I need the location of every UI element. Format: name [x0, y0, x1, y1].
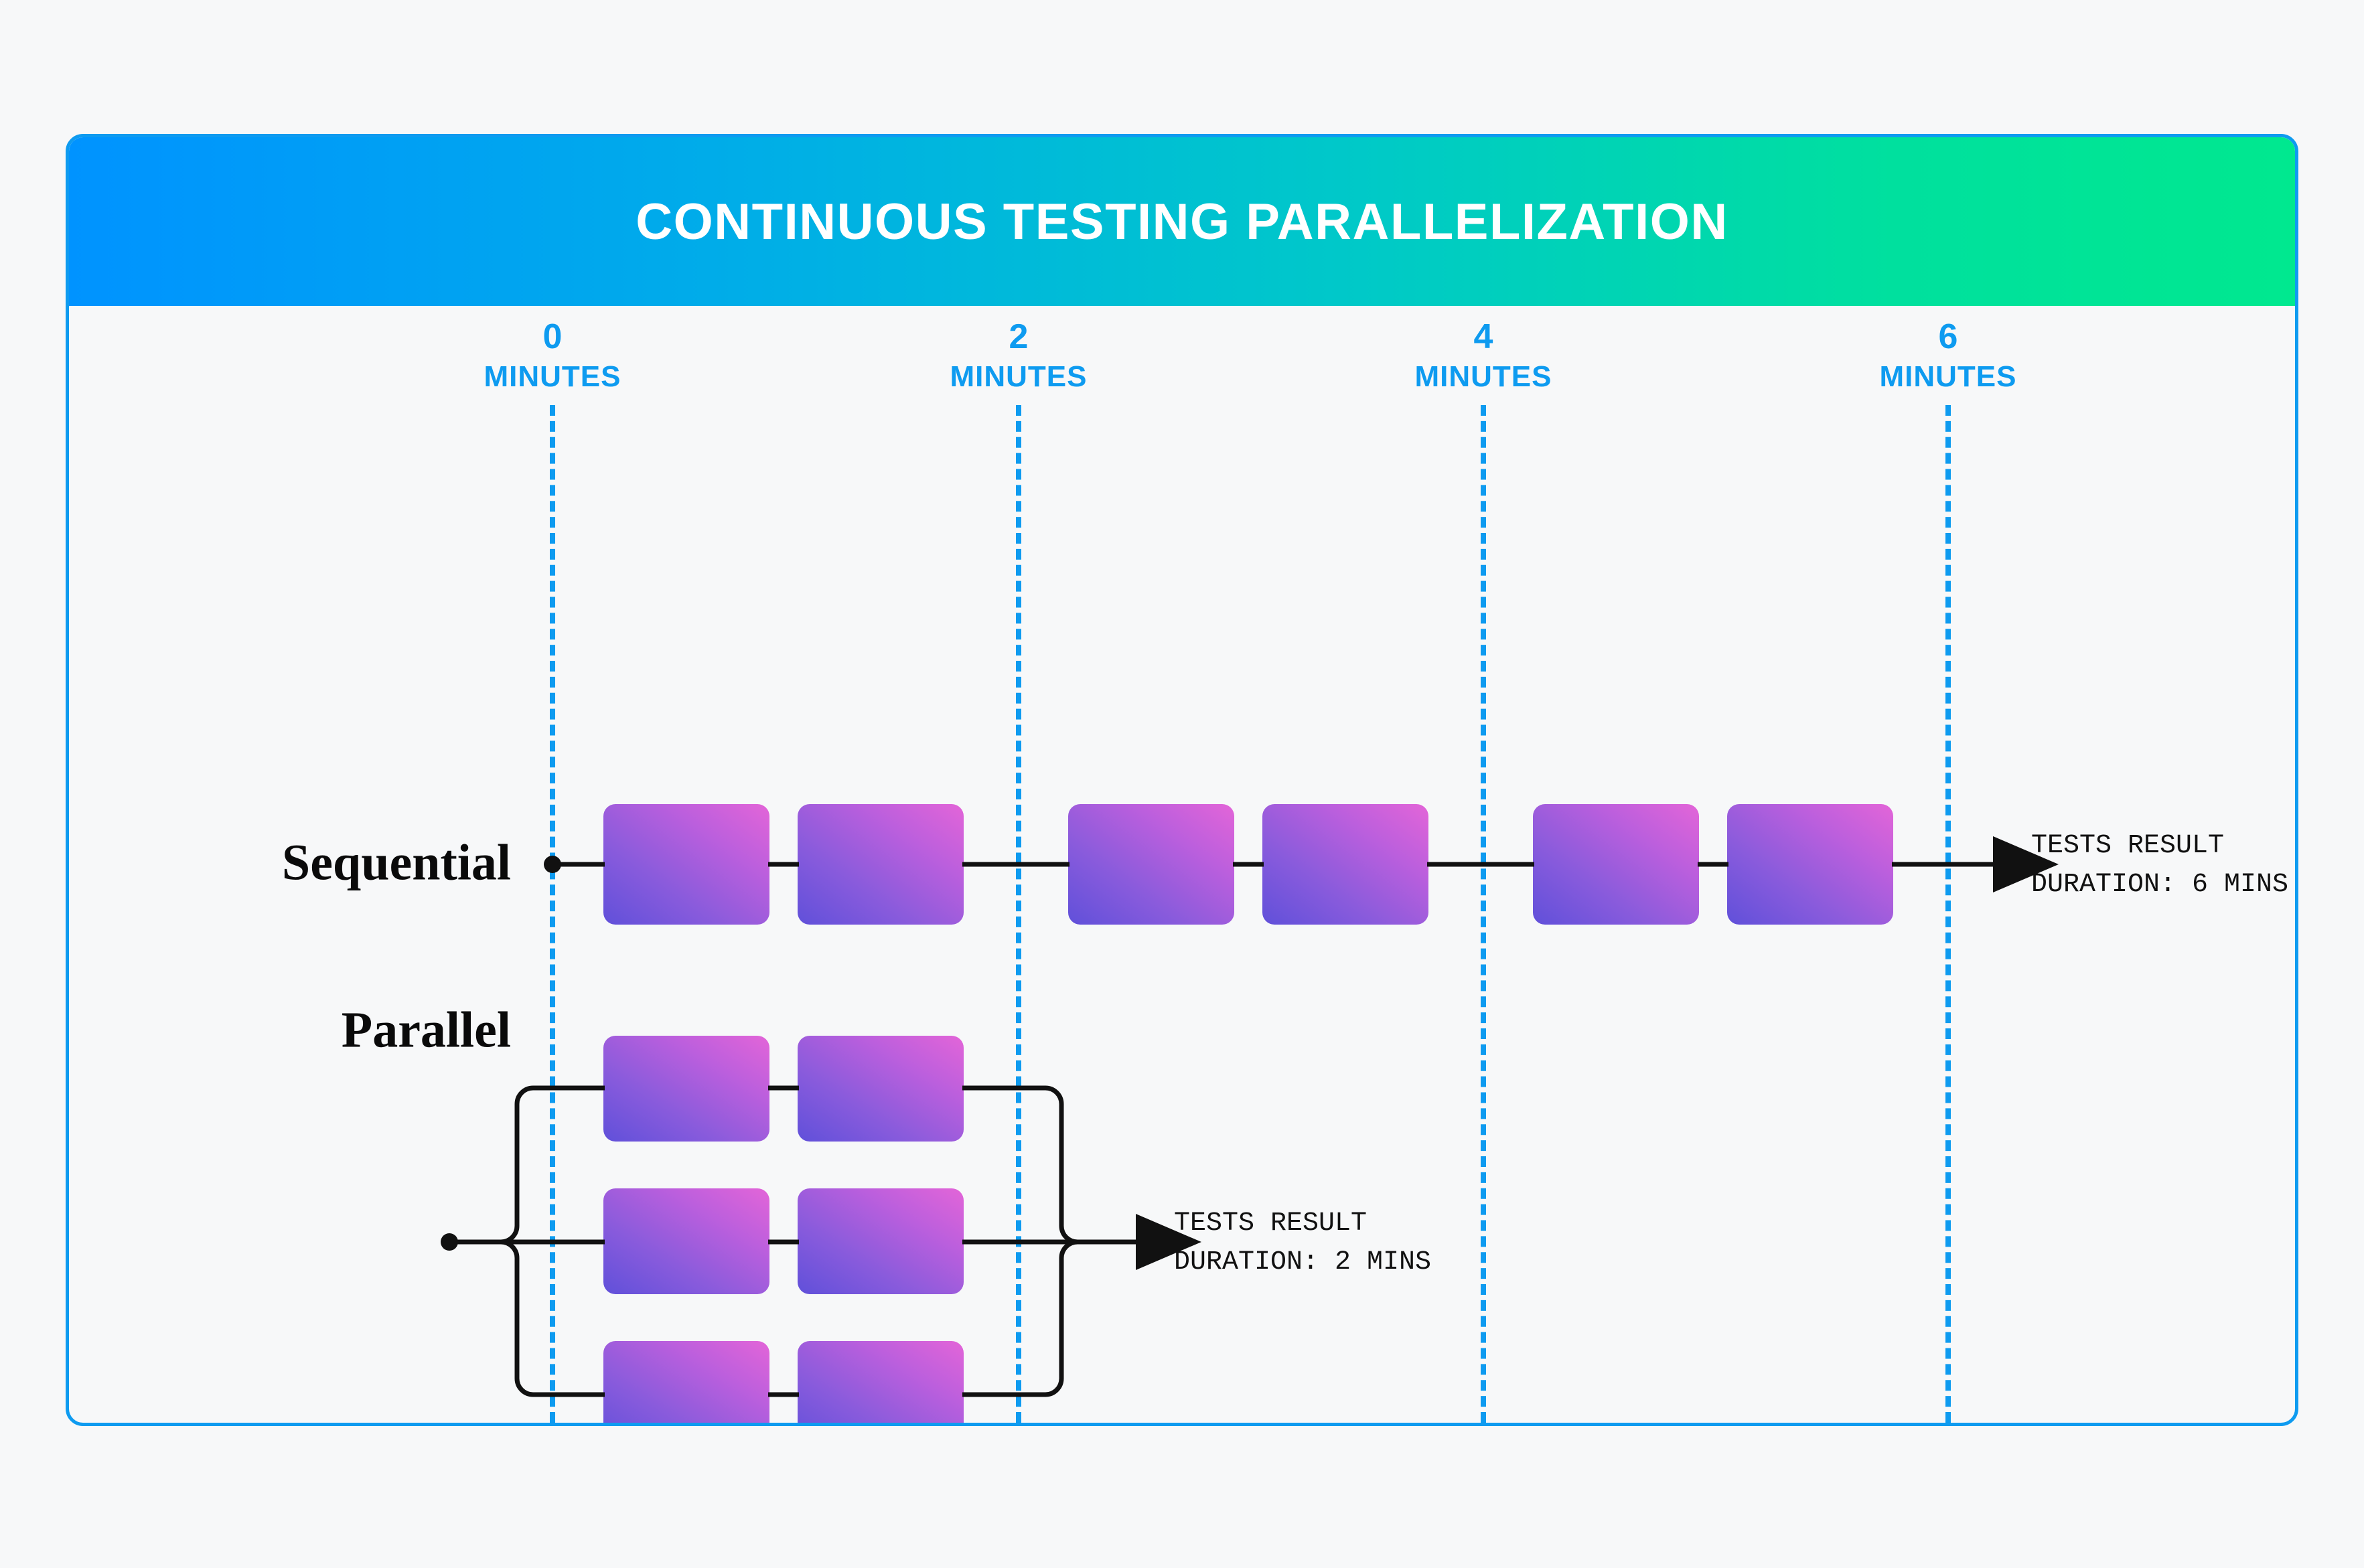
tick-unit: MINUTES: [1879, 360, 2017, 393]
timeline-gridline-4: [1481, 405, 1486, 1423]
task-box[interactable]: [798, 1341, 964, 1423]
timeline-gridline-2: [1016, 405, 1021, 1423]
result-duration: DURATION: 6 MINS: [2031, 870, 2289, 900]
result-title: TESTS RESULT: [1174, 1208, 1368, 1239]
task-box[interactable]: [1533, 804, 1699, 925]
parallel-fanout-top: [491, 1085, 605, 1245]
tick-value: 4: [1473, 317, 1493, 356]
result-title: TESTS RESULT: [2031, 831, 2225, 861]
tick-value: 6: [1938, 317, 1958, 356]
parallel-fanin-top: [962, 1085, 1087, 1245]
diagram-canvas: 0 MINUTES 2 MINUTES 4 MINUTES 6 MINUTES …: [69, 306, 2295, 1423]
timeline-gridline-0: [550, 405, 555, 1423]
timeline-tick-0: 0 MINUTES: [484, 319, 621, 392]
timeline-gridline-6: [1945, 405, 1951, 1423]
result-duration: DURATION: 2 MINS: [1174, 1247, 1432, 1277]
row-label-parallel: Parallel: [341, 1002, 511, 1059]
diagram-card: CONTINUOUS TESTING PARALLELIZATION 0 MIN…: [66, 134, 2298, 1426]
page-title: CONTINUOUS TESTING PARALLELIZATION: [636, 193, 1728, 250]
task-box[interactable]: [603, 1341, 769, 1423]
result-note-sequential: TESTS RESULT DURATION: 6 MINS: [2031, 827, 2288, 905]
task-box[interactable]: [1068, 804, 1234, 925]
parallel-fanin-bottom: [962, 1239, 1087, 1397]
task-box[interactable]: [603, 804, 769, 925]
row-label-sequential: Sequential: [281, 834, 511, 891]
diagram-header: CONTINUOUS TESTING PARALLELIZATION: [69, 137, 2295, 306]
timeline-tick-2: 2 MINUTES: [950, 319, 1088, 392]
task-box[interactable]: [1727, 804, 1893, 925]
task-box[interactable]: [798, 1188, 964, 1294]
parallel-fanout-bottom: [491, 1239, 605, 1397]
tick-unit: MINUTES: [950, 360, 1088, 393]
timeline-tick-4: 4 MINUTES: [1415, 319, 1552, 392]
task-box[interactable]: [1262, 804, 1428, 925]
task-box[interactable]: [798, 804, 964, 925]
parallel-start-node: [441, 1233, 458, 1251]
task-box[interactable]: [603, 1036, 769, 1142]
timeline-tick-6: 6 MINUTES: [1880, 319, 2017, 392]
task-box[interactable]: [603, 1188, 769, 1294]
tick-unit: MINUTES: [484, 360, 621, 393]
tick-unit: MINUTES: [1414, 360, 1552, 393]
tick-value: 0: [542, 317, 563, 356]
tick-value: 2: [1009, 317, 1029, 356]
task-box[interactable]: [798, 1036, 964, 1142]
result-note-parallel: TESTS RESULT DURATION: 2 MINS: [1174, 1204, 1431, 1282]
